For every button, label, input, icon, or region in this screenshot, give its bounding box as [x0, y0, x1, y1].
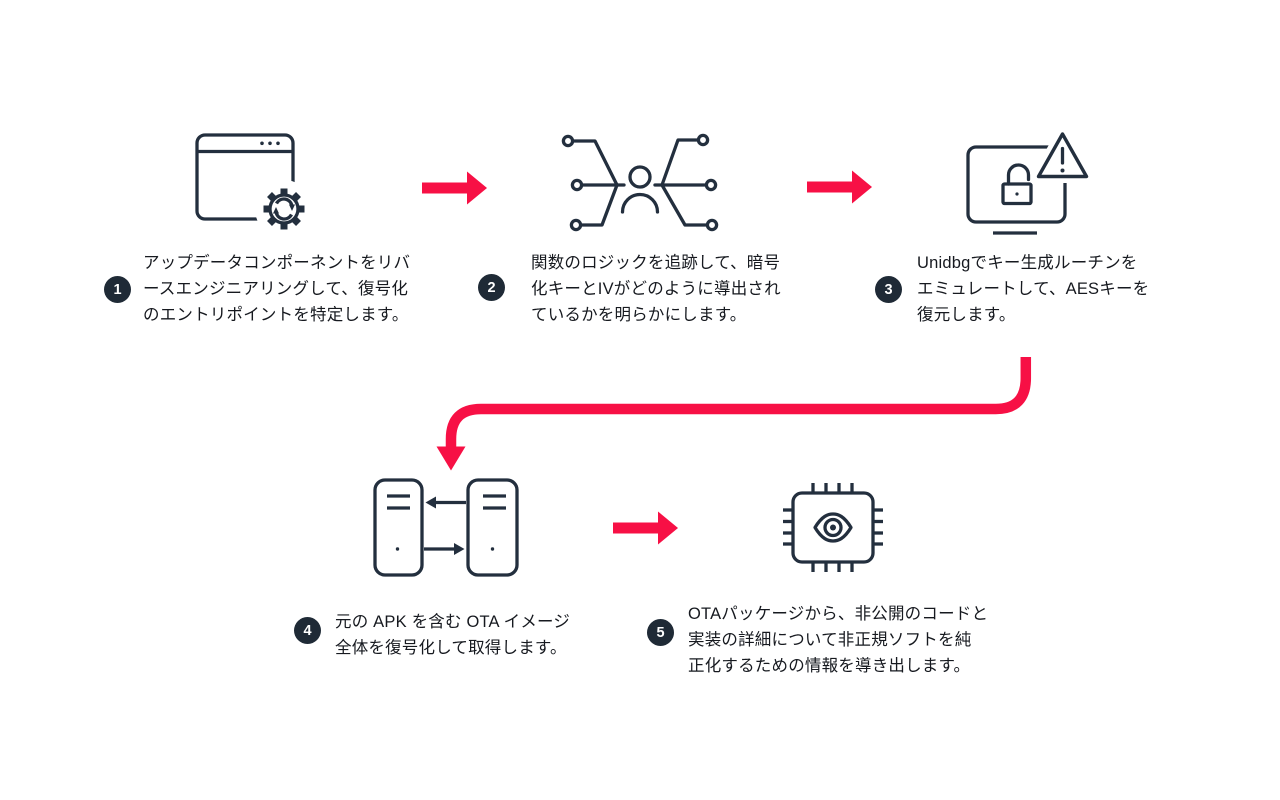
monitor-unlock-alert-icon — [955, 125, 1095, 240]
step-4-description: 元の APK を含む OTA イメージ 全体を復号化して取得します。 — [335, 609, 570, 661]
step-3-line-2: エミュレートして、AESキーを — [917, 280, 1150, 298]
step-3-line-3: 復元します。 — [917, 306, 1016, 324]
step-5-line-2: 実装の詳細について非正規ソフトを純 — [688, 631, 972, 649]
flow-arrow-3-4 — [425, 350, 1040, 475]
step-4-number: 4 — [303, 622, 312, 639]
step-1-badge: 1 — [104, 276, 131, 303]
step-2-line-3: ているかを明らかにします。 — [531, 306, 747, 324]
step-1-line-2: ースエンジニアリングして、復号化 — [143, 280, 409, 298]
step-2-badge: 2 — [478, 274, 505, 301]
step-2-line-2: 化キーとIVがどのように導出され — [531, 280, 781, 298]
browser-update-icon — [190, 128, 320, 238]
step-1-line-1: アップデータコンポーネントをリバ — [143, 254, 411, 272]
step-5-badge: 5 — [647, 619, 674, 646]
step-3-description: Unidbgでキー生成ルーチンを エミュレートして、AESキーを 復元します。 — [917, 250, 1149, 328]
step-1-line-3: のエントリポイントを特定します。 — [143, 306, 409, 324]
step-4-line-2: 全体を復号化して取得します。 — [335, 639, 567, 657]
flow-arrow-2-3 — [807, 169, 873, 205]
step-1-number: 1 — [113, 281, 122, 298]
step-5-line-1: OTAパッケージから、非公開のコードと — [688, 605, 989, 623]
server-transfer-icon — [365, 470, 525, 585]
step-3-line-1: Unidbgでキー生成ルーチンを — [917, 254, 1138, 272]
step-1-description: アップデータコンポーネントをリバ ースエンジニアリングして、復号化 のエントリポ… — [143, 250, 410, 328]
chip-eye-icon — [770, 470, 890, 585]
step-4-line-1: 元の APK を含む OTA イメージ — [335, 613, 571, 631]
flow-arrow-1-2 — [422, 170, 488, 206]
function-trace-icon — [552, 122, 722, 242]
step-3-badge: 3 — [875, 276, 902, 303]
step-3-number: 3 — [884, 281, 893, 298]
step-5-description: OTAパッケージから、非公開のコードと 実装の詳細について非正規ソフトを純 正化… — [688, 601, 988, 679]
step-5-line-3: 正化するための情報を導き出します。 — [688, 657, 971, 675]
flow-arrow-4-5 — [613, 510, 679, 546]
step-5-number: 5 — [656, 624, 665, 641]
step-4-badge: 4 — [294, 617, 321, 644]
step-2-description: 関数のロジックを追跡して、暗号 化キーとIVがどのように導出され ているかを明ら… — [531, 250, 781, 328]
step-2-number: 2 — [487, 279, 496, 296]
step-2-line-1: 関数のロジックを追跡して、暗号 — [531, 254, 781, 272]
